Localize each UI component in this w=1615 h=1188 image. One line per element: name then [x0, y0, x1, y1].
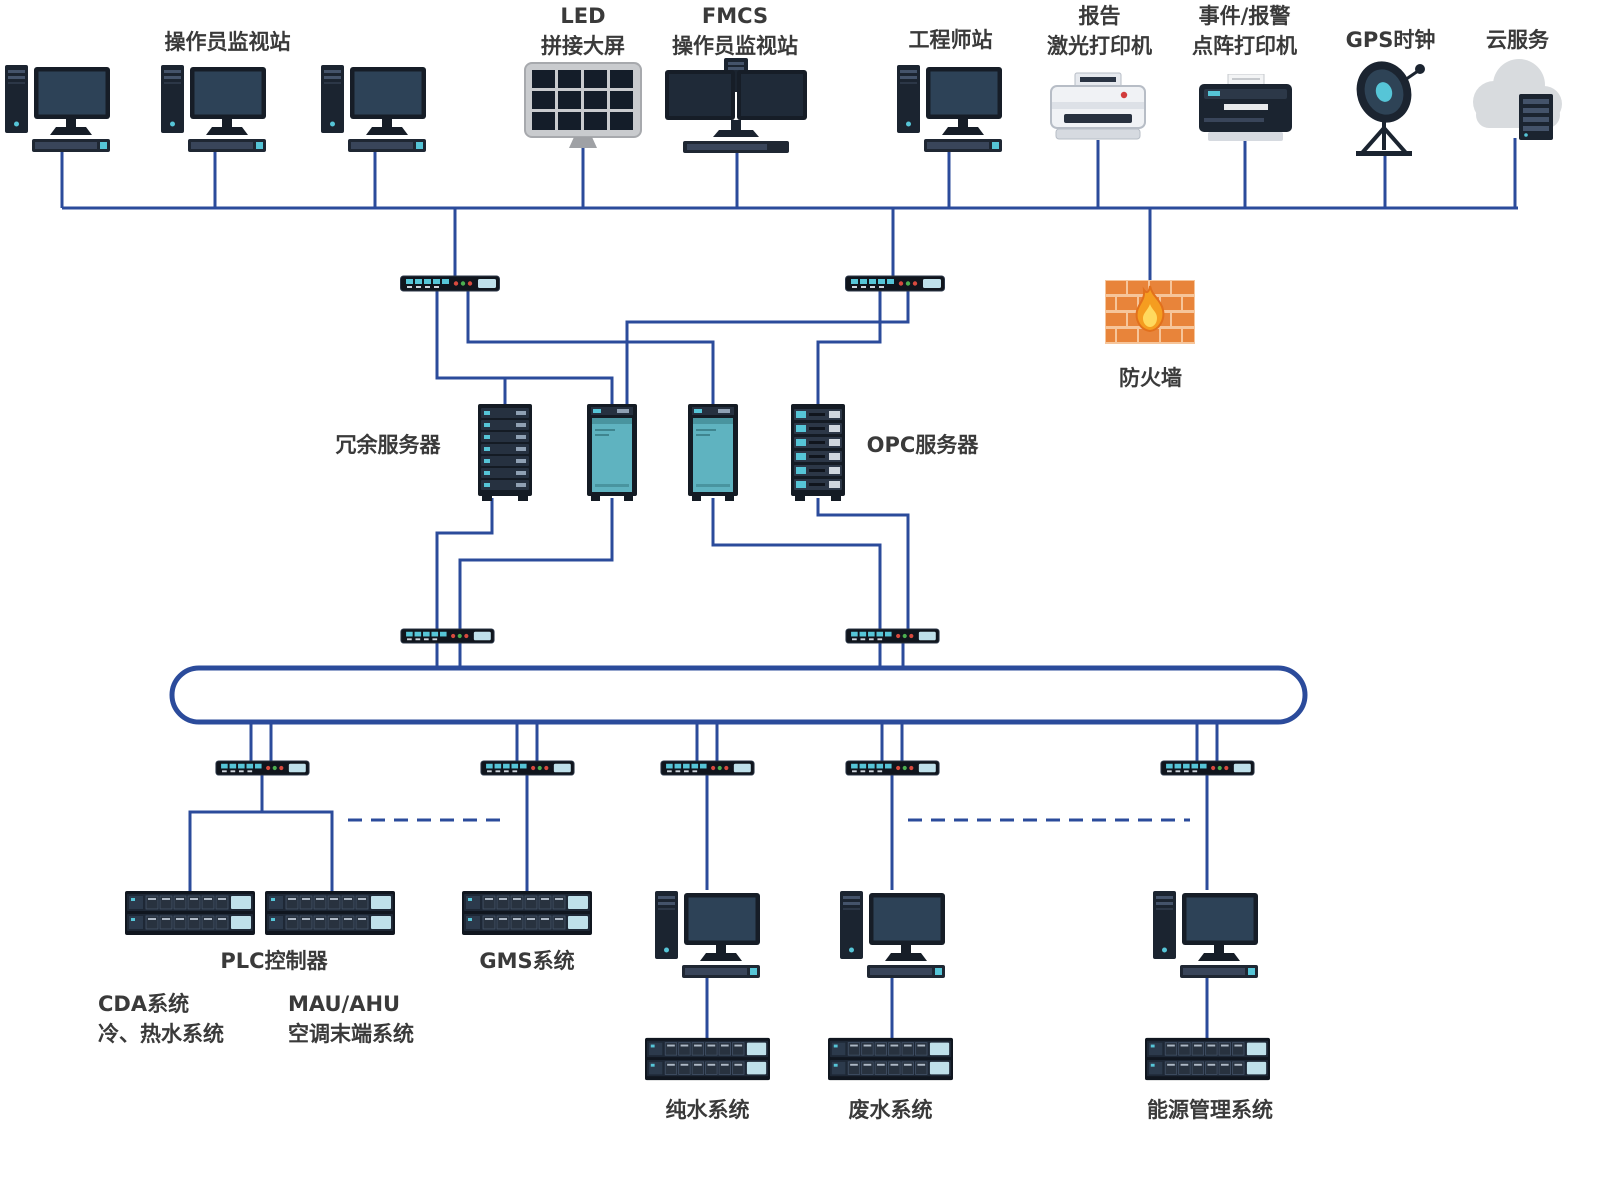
- switch-icon: [480, 760, 575, 776]
- rack-server-icon: [478, 404, 532, 501]
- workstation-icon: [837, 888, 947, 980]
- gms-rack-icon: [462, 891, 592, 935]
- controller-rack-icon: [1145, 1036, 1270, 1082]
- fmcs-operator-workstation: [663, 58, 809, 155]
- laser-printer-label: 报告 激光打印机: [1047, 4, 1152, 58]
- core-switch-1: [400, 275, 500, 292]
- plc-rack-icon: [125, 891, 255, 935]
- ring-to-field-links: [249, 720, 1219, 762]
- cda-system-label: CDA系统 冷、热水系统: [98, 992, 224, 1046]
- server-tower-2: [688, 404, 738, 501]
- firewall-icon: [1105, 280, 1195, 344]
- agg-to-ring-links: [435, 643, 905, 670]
- field-device-drops: [525, 774, 1209, 893]
- gps-clock: [1344, 58, 1436, 158]
- engineer-station-label: 工程师站: [908, 28, 993, 52]
- switch-icon: [660, 760, 755, 776]
- cloud-service: [1464, 52, 1566, 146]
- firewall-label: 防火墙: [1119, 366, 1182, 390]
- ring-bus: [169, 665, 1308, 725]
- dual-monitor-icon: [663, 58, 809, 155]
- switch-icon: [845, 628, 940, 644]
- server-to-agg-links: [435, 498, 910, 630]
- switch-icon: [845, 275, 945, 292]
- plc-controller-1: [125, 891, 255, 935]
- gps-clock-label: GPS时钟: [1345, 28, 1436, 52]
- core-switch-2: [845, 275, 945, 292]
- top-device-drops: [60, 138, 1517, 208]
- workstation-icon: [652, 888, 762, 980]
- plc-controller-label: PLC控制器: [220, 949, 328, 973]
- workstation-icon: [1150, 888, 1260, 980]
- dot-matrix-printer: [1198, 74, 1293, 144]
- waste-water-rack: [828, 1036, 953, 1082]
- field-switch-1: [215, 760, 310, 776]
- engineer-workstation: [896, 62, 1002, 154]
- laser-printer: [1048, 72, 1148, 144]
- server-tower-icon: [587, 404, 637, 501]
- server-tower-icon: [688, 404, 738, 501]
- cloud-server-icon: [1464, 52, 1566, 146]
- aggregation-switch-2: [845, 628, 940, 644]
- cloud-service-label: 云服务: [1486, 28, 1549, 52]
- gms-system-label: GMS系统: [479, 949, 575, 973]
- led-video-wall: [524, 62, 642, 150]
- field-switch-5: [1160, 760, 1255, 776]
- workstation-to-rack-drops: [705, 978, 1209, 1038]
- aggregation-switch-1: [400, 628, 495, 644]
- bus-to-core-links: [453, 208, 1152, 282]
- switch-icon: [215, 760, 310, 776]
- operator-workstation-1: [4, 62, 110, 154]
- waste-water-workstation: [837, 888, 947, 980]
- workstation-icon: [896, 62, 1002, 154]
- pure-water-workstation: [652, 888, 762, 980]
- redundant-server: [478, 404, 532, 501]
- field-switch-3: [660, 760, 755, 776]
- pure-water-label: 纯水系统: [665, 1098, 750, 1122]
- led-wall-label: LED 拼接大屏: [541, 4, 625, 58]
- plc-rack-icon: [265, 891, 395, 935]
- operator-workstation-3: [320, 62, 426, 154]
- switch-icon: [400, 275, 500, 292]
- gms-system-rack: [462, 891, 592, 935]
- laser-printer-icon: [1048, 72, 1148, 144]
- switch-icon: [845, 760, 940, 776]
- workstation-icon: [320, 62, 426, 154]
- opc-rack-icon: [791, 404, 845, 501]
- controller-rack-icon: [828, 1036, 953, 1082]
- core-to-server-links: [435, 290, 910, 405]
- energy-workstation: [1150, 888, 1260, 980]
- energy-management-label: 能源管理系统: [1147, 1098, 1273, 1122]
- pure-water-rack: [645, 1036, 770, 1082]
- fmcs-station-label: FMCS 操作员监视站: [672, 4, 798, 58]
- switch-icon: [1160, 760, 1255, 776]
- controller-rack-icon: [645, 1036, 770, 1082]
- dot-matrix-printer-icon: [1198, 74, 1293, 144]
- server-tower-1: [587, 404, 637, 501]
- opc-server: [791, 404, 845, 501]
- workstation-icon: [160, 62, 266, 154]
- plc-controller-2: [265, 891, 395, 935]
- mau-ahu-system-label: MAU/AHU 空调末端系统: [288, 992, 414, 1046]
- dot-matrix-printer-label: 事件/报警 点阵打印机: [1192, 4, 1297, 58]
- operator-station-label: 操作员监视站: [164, 30, 291, 54]
- opc-server-label: OPC服务器: [866, 433, 979, 457]
- field-switch-4: [845, 760, 940, 776]
- field1-fanout-links: [188, 774, 334, 893]
- led-wall-icon: [524, 62, 642, 150]
- workstation-icon: [4, 62, 110, 154]
- waste-water-label: 废水系统: [848, 1098, 933, 1122]
- switch-icon: [400, 628, 495, 644]
- operator-workstation-2: [160, 62, 266, 154]
- field-switch-2: [480, 760, 575, 776]
- firewall: [1105, 280, 1195, 344]
- energy-rack: [1145, 1036, 1270, 1082]
- satellite-dish-icon: [1344, 58, 1436, 158]
- redundant-server-label: 冗余服务器: [335, 433, 441, 457]
